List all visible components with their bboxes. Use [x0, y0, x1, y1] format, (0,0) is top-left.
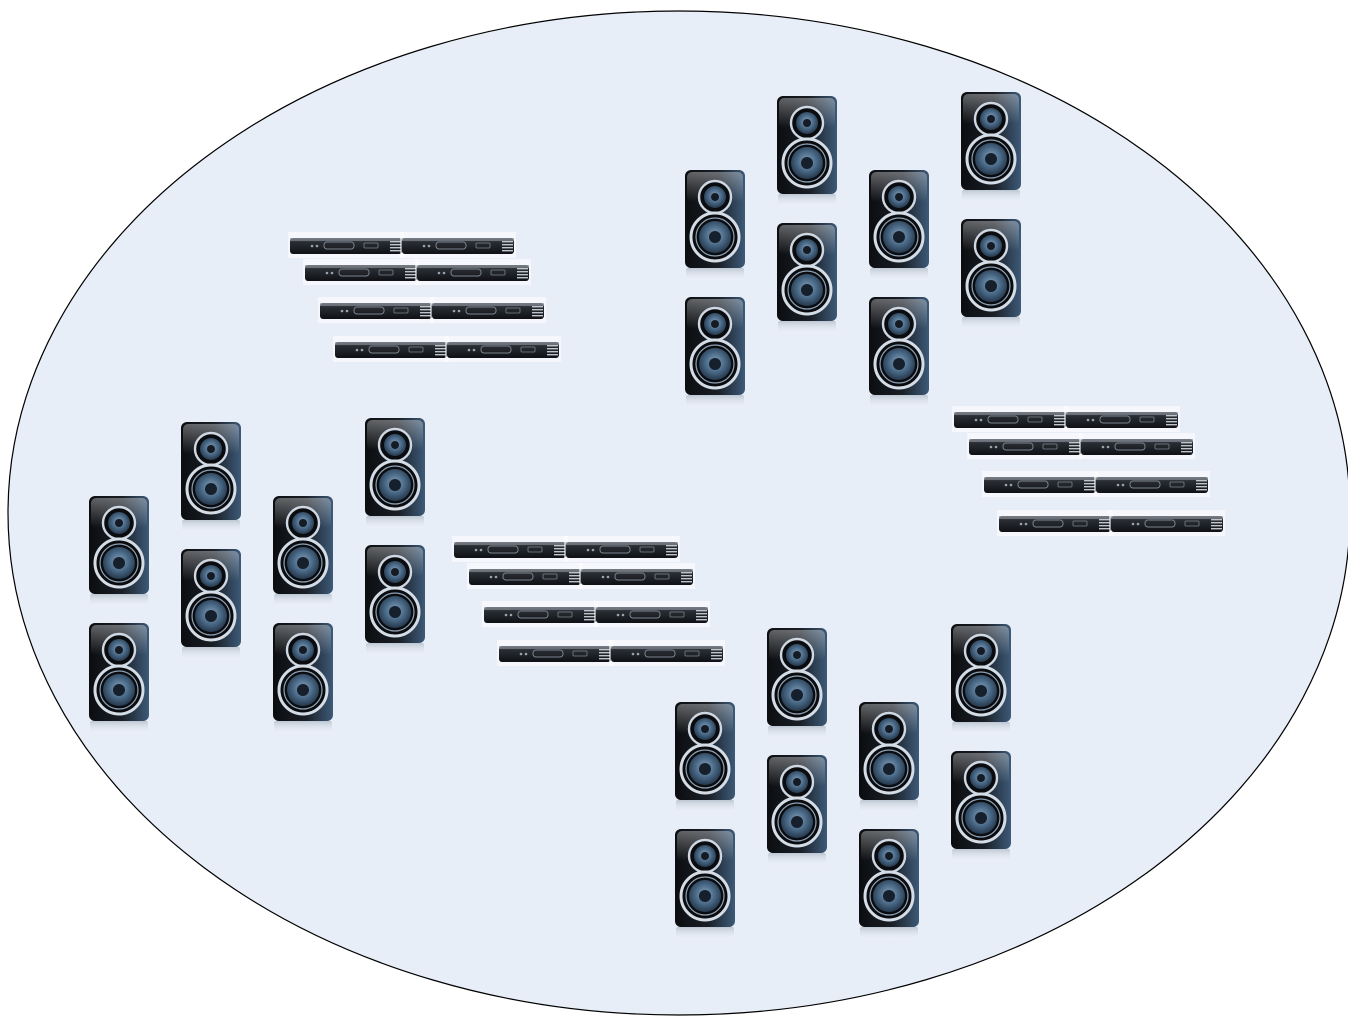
speaker-icon [961, 92, 1021, 204]
receiver-rack-top-left [288, 232, 561, 362]
speaker-icon [777, 223, 837, 335]
receiver-icon [997, 510, 1113, 536]
receiver-icon [482, 601, 598, 627]
receiver-icon [445, 336, 561, 362]
speaker-icon [859, 702, 919, 814]
receiver-icon [415, 259, 531, 285]
speaker-icon [181, 549, 241, 661]
device-layer [89, 92, 1225, 941]
speaker-icon [675, 702, 735, 814]
speaker-icon [675, 829, 735, 941]
speaker-icon [961, 219, 1021, 331]
receiver-icon [594, 601, 710, 627]
speaker-icon [181, 422, 241, 534]
receiver-icon [1094, 471, 1210, 497]
speaker-icon [685, 297, 745, 409]
receiver-icon [497, 640, 613, 666]
speaker-icon [869, 297, 929, 409]
speaker-icon [365, 418, 425, 530]
speaker-icon [685, 170, 745, 282]
receiver-rack-right [952, 406, 1225, 536]
receiver-icon [952, 406, 1068, 432]
speaker-icon [89, 496, 149, 608]
speaker-icon [777, 96, 837, 208]
speaker-icon [859, 829, 919, 941]
speaker-icon [273, 496, 333, 608]
receiver-icon [288, 232, 404, 258]
receiver-icon [1109, 510, 1225, 536]
receiver-icon [303, 259, 419, 285]
speaker-icon [365, 545, 425, 657]
receiver-icon [1079, 433, 1195, 459]
speaker-icon [869, 170, 929, 282]
receiver-icon [967, 433, 1083, 459]
receiver-icon [564, 536, 680, 562]
receiver-icon [333, 336, 449, 362]
receiver-rack-center [452, 536, 725, 666]
speaker-icon [767, 628, 827, 740]
speaker-icon [767, 755, 827, 867]
receiver-icon [467, 563, 583, 589]
speaker-icon [951, 751, 1011, 863]
speaker-cluster-left [89, 418, 425, 735]
receiver-icon [579, 563, 695, 589]
receiver-icon [982, 471, 1098, 497]
receiver-icon [400, 232, 516, 258]
speaker-icon [89, 623, 149, 735]
receiver-icon [1064, 406, 1180, 432]
receiver-icon [609, 640, 725, 666]
speaker-cluster-bottom [675, 624, 1011, 941]
receiver-icon [452, 536, 568, 562]
speaker-cluster-top-right [685, 92, 1021, 409]
receiver-icon [430, 297, 546, 323]
speaker-icon [951, 624, 1011, 736]
speaker-icon [273, 623, 333, 735]
receiver-icon [318, 297, 434, 323]
